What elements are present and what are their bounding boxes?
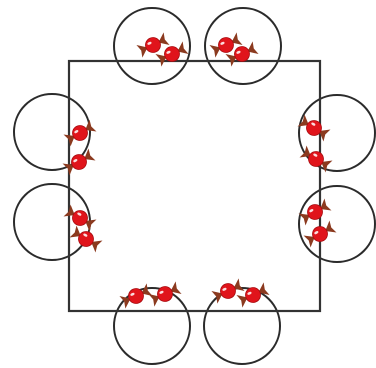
wrapped-candy-icon — [299, 145, 332, 173]
circle-top-right — [205, 8, 281, 84]
circle-right-lower — [299, 186, 375, 262]
candy-group-bottom-right — [211, 278, 270, 308]
candy-body — [143, 35, 163, 55]
candy-body — [155, 284, 175, 304]
wrapped-candy-icon — [119, 283, 153, 309]
candy-group-right-upper — [297, 114, 332, 173]
wrapped-candy-icon — [62, 148, 95, 176]
square — [69, 61, 320, 311]
wrapped-candy-icon — [69, 225, 102, 253]
candy-group-bottom-left — [119, 281, 182, 309]
candy-body — [216, 35, 236, 55]
wrapped-candy-icon — [148, 281, 182, 307]
wrapped-candy-icon — [298, 198, 331, 226]
candies-layer — [62, 32, 336, 309]
candy-body — [218, 281, 238, 301]
wrapped-candy-icon — [211, 278, 245, 304]
candy-group-left-upper — [62, 119, 96, 176]
